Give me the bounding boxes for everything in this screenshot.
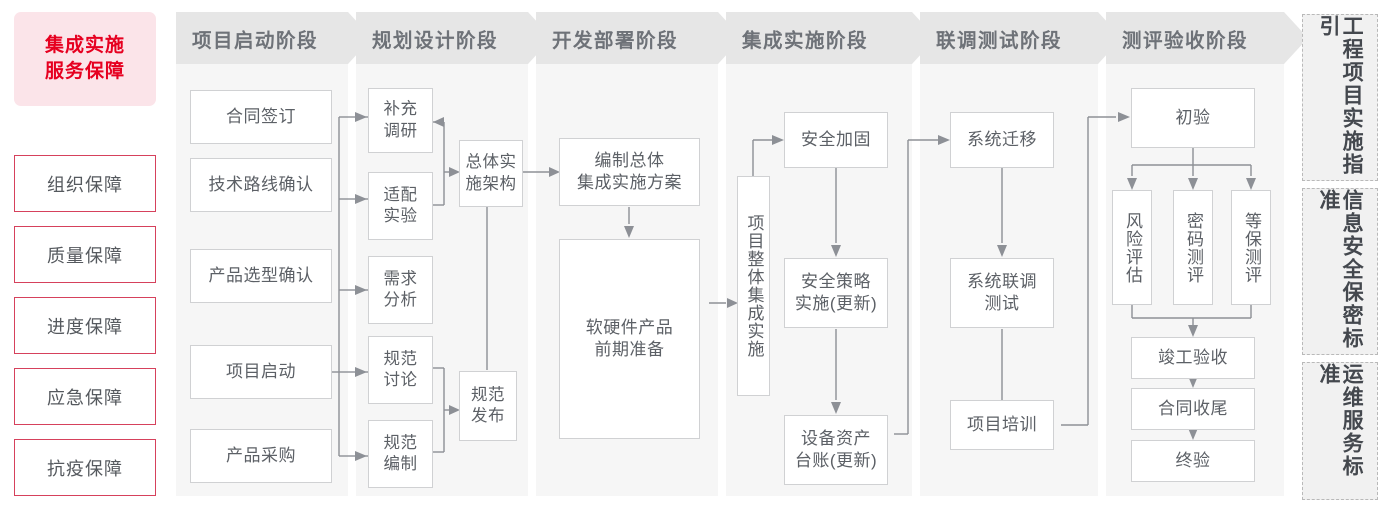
sidebar-item-label: 质量保障	[47, 245, 123, 266]
node-label: 技术路线确认	[208, 174, 314, 194]
lead-card-integration-service: 集成实施 服务保障	[14, 12, 156, 106]
standard-card-label: 运维服务标准	[1317, 363, 1364, 478]
node-label: 等保测评	[1242, 211, 1262, 284]
node-tech-route-confirm[interactable]: 技术路线确认	[190, 158, 332, 212]
sidebar-item-epidemic-guarantee[interactable]: 抗疫保障	[14, 439, 156, 496]
phase-header-3: 开发部署阶段	[536, 12, 742, 64]
node-spec-discussion[interactable]: 规范 讨论	[368, 336, 433, 404]
standard-card-ops-service-standard[interactable]: 运维服务标准	[1302, 362, 1378, 500]
node-label: 项目培训	[967, 414, 1037, 434]
node-cryptography-evaluation[interactable]: 密码测评	[1173, 190, 1213, 305]
node-label: 需求 分析	[383, 269, 418, 309]
node-contract-closeout[interactable]: 合同收尾	[1131, 388, 1255, 430]
node-label: 产品选型确认	[208, 265, 314, 285]
phase-header-5: 联调测试阶段	[920, 12, 1122, 64]
node-risk-assessment[interactable]: 风险评估	[1112, 190, 1152, 305]
lead-card-line2: 服务保障	[44, 61, 125, 82]
node-supplementary-research[interactable]: 补充 调研	[368, 88, 433, 153]
sidebar-item-label: 进度保障	[47, 316, 123, 337]
node-label: 安全加固	[801, 129, 871, 149]
standard-card-infosec-confidentiality[interactable]: 信息安全保密标准	[1302, 188, 1378, 355]
node-spec-release[interactable]: 规范 发布	[459, 371, 517, 441]
node-label: 规范 编制	[383, 433, 418, 473]
node-contract-signing[interactable]: 合同签订	[190, 90, 332, 144]
node-equipment-asset-ledger[interactable]: 设备资产 台账(更新)	[784, 415, 888, 485]
node-product-selection-confirm[interactable]: 产品选型确认	[190, 249, 332, 303]
node-label: 合同签订	[226, 106, 296, 126]
node-label: 项目整体集成实施	[744, 214, 764, 358]
phase-header-label: 测评验收阶段	[1122, 29, 1249, 52]
node-system-joint-debug-test[interactable]: 系统联调 测试	[950, 258, 1054, 328]
node-label: 系统联调 测试	[967, 271, 1037, 313]
node-label: 适配 实验	[383, 185, 418, 225]
node-security-hardening[interactable]: 安全加固	[784, 112, 888, 168]
node-label: 安全策略 实施(更新)	[794, 271, 878, 313]
sidebar-item-quality-guarantee[interactable]: 质量保障	[14, 226, 156, 283]
node-system-migration[interactable]: 系统迁移	[950, 112, 1054, 168]
phase-header-1: 项目启动阶段	[176, 12, 372, 64]
node-preliminary-acceptance[interactable]: 初验	[1131, 88, 1255, 148]
node-overall-implementation-architecture[interactable]: 总体实 施架构	[459, 140, 523, 207]
node-label: 密码测评	[1184, 211, 1204, 284]
node-label: 系统迁移	[967, 129, 1037, 149]
phase-header-4: 集成实施阶段	[726, 12, 936, 64]
node-mlps-evaluation[interactable]: 等保测评	[1231, 190, 1271, 305]
node-label: 设备资产 台账(更新)	[794, 428, 878, 470]
node-label: 初验	[1175, 107, 1211, 127]
phase-header-label: 项目启动阶段	[192, 29, 319, 52]
node-requirement-analysis[interactable]: 需求 分析	[368, 256, 433, 324]
node-adaptation-experiment[interactable]: 适配 实验	[368, 172, 433, 240]
node-project-training[interactable]: 项目培训	[950, 400, 1054, 450]
node-label: 竣工验收	[1158, 347, 1228, 367]
phase-header-label: 集成实施阶段	[742, 29, 869, 52]
lead-card-line1: 集成实施	[44, 35, 125, 57]
node-security-policy-implementation[interactable]: 安全策略 实施(更新)	[784, 258, 888, 328]
phase-header-6: 测评验收阶段	[1106, 12, 1308, 64]
node-overall-project-integration[interactable]: 项目整体集成实施	[737, 176, 770, 396]
node-label: 软硬件产品 前期准备	[585, 317, 674, 359]
node-label: 项目启动	[226, 361, 296, 381]
node-draft-overall-integration-plan[interactable]: 编制总体 集成实施方案	[559, 138, 700, 206]
node-completion-acceptance[interactable]: 竣工验收	[1131, 337, 1255, 379]
node-label: 合同收尾	[1158, 398, 1228, 418]
standard-card-engineering-guideline[interactable]: 工程项目实施指引	[1302, 14, 1378, 181]
node-product-procurement[interactable]: 产品采购	[190, 429, 332, 483]
sidebar-item-label: 应急保障	[47, 387, 123, 408]
phase-header-label: 规划设计阶段	[372, 29, 499, 52]
node-label: 产品采购	[226, 445, 296, 465]
node-final-acceptance[interactable]: 终验	[1131, 440, 1255, 482]
node-label: 规范 发布	[471, 385, 505, 425]
node-label: 补充 调研	[383, 100, 418, 140]
node-label: 风险评估	[1123, 211, 1143, 284]
node-hw-sw-preparation[interactable]: 软硬件产品 前期准备	[559, 239, 700, 439]
sidebar-item-organization-guarantee[interactable]: 组织保障	[14, 155, 156, 212]
standard-card-label: 工程项目实施指引	[1317, 15, 1364, 176]
node-spec-drafting[interactable]: 规范 编制	[368, 420, 433, 488]
sidebar-item-schedule-guarantee[interactable]: 进度保障	[14, 297, 156, 354]
sidebar-item-label: 组织保障	[47, 174, 123, 195]
node-project-kickoff[interactable]: 项目启动	[190, 345, 332, 399]
sidebar-item-label: 抗疫保障	[47, 458, 123, 479]
sidebar-item-emergency-guarantee[interactable]: 应急保障	[14, 368, 156, 425]
node-label: 总体实 施架构	[465, 153, 517, 193]
node-label: 终验	[1175, 450, 1211, 470]
phase-header-label: 联调测试阶段	[936, 29, 1063, 52]
phase-header-2: 规划设计阶段	[356, 12, 552, 64]
phase-header-label: 开发部署阶段	[552, 29, 679, 52]
standard-card-label: 信息安全保密标准	[1317, 189, 1364, 350]
node-label: 编制总体 集成实施方案	[577, 150, 682, 192]
node-label: 规范 讨论	[383, 349, 418, 389]
